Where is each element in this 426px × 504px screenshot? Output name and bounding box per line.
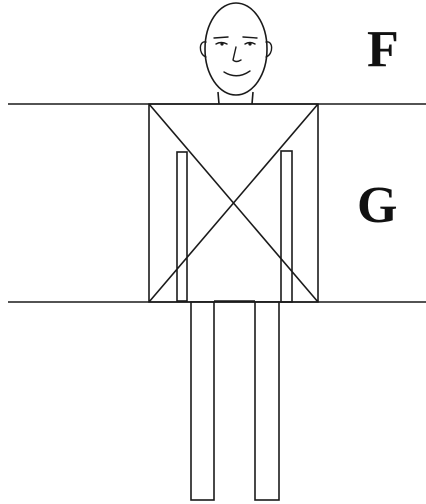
right-eyebrow (243, 37, 257, 38)
right-pupil (248, 42, 251, 45)
left-arm (177, 152, 187, 301)
neck-right (252, 92, 253, 104)
left-pupil (220, 42, 223, 45)
left-eyebrow (214, 37, 228, 38)
head (200, 3, 271, 95)
label-g: G (357, 177, 397, 234)
left-leg (191, 302, 214, 500)
right-arm (281, 151, 292, 302)
right-leg (255, 302, 279, 500)
neck-left (218, 92, 219, 104)
label-f: F (367, 21, 399, 78)
